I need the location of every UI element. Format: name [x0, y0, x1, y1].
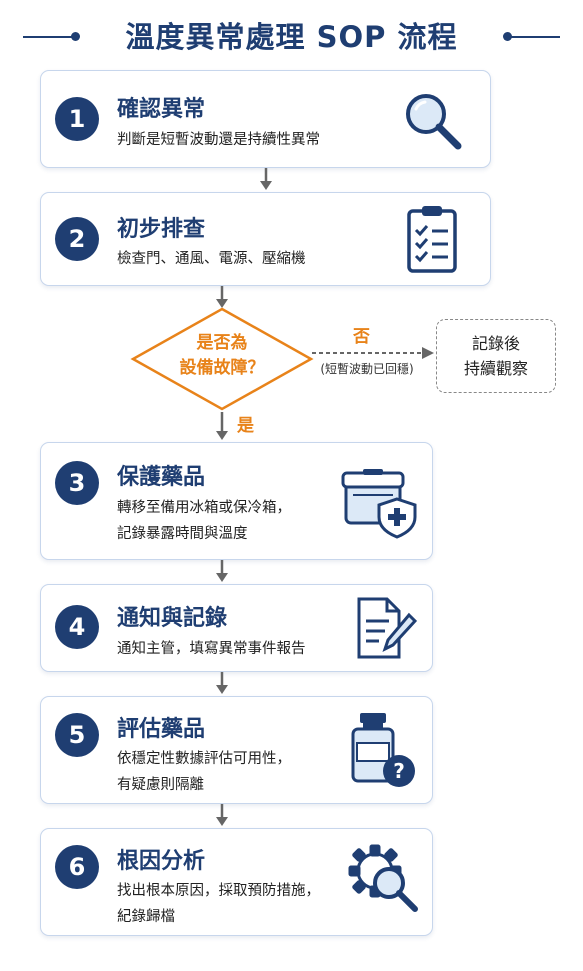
- step-title-1: 確認異常: [117, 97, 206, 122]
- vial-question-icon: ?: [351, 713, 415, 787]
- title-right-dot: [503, 32, 512, 41]
- yes-label: 是: [237, 416, 254, 436]
- svg-text:?: ?: [393, 759, 405, 783]
- step-card-4: 4 通知與記錄 通知主管，填寫異常事件報告: [40, 584, 433, 672]
- magnifier-icon: [406, 94, 462, 150]
- decision-line-1: 是否為: [196, 333, 248, 353]
- no-result-line-1: 記錄後: [471, 334, 520, 353]
- no-result-line-2: 持續觀察: [463, 359, 528, 378]
- flow-arrow: [216, 286, 228, 308]
- step-title-2: 初步排查: [117, 217, 206, 242]
- step-desc-3b: 記錄暴露時間與溫度: [117, 526, 248, 542]
- no-branch-note: (短暫波動已回穩): [320, 362, 414, 376]
- cooler-shield-icon: [341, 469, 417, 539]
- step-desc-1: 判斷是短暫波動還是持續性異常: [117, 132, 320, 148]
- clipboard-checklist-icon: [407, 206, 457, 273]
- no-branch-arrow: [312, 347, 434, 359]
- flow-arrow: [216, 804, 228, 826]
- yes-branch-arrow: [216, 412, 228, 440]
- step-card-3: 3 保護藥品 轉移至備用冰箱或保冷箱， 記錄暴露時間與溫度: [40, 442, 433, 560]
- title-bar: 溫度異常處理 SOP 流程: [0, 0, 583, 70]
- flow-arrow: [216, 560, 228, 582]
- step-desc-2: 檢查門、通風、電源、壓縮機: [117, 251, 306, 267]
- step-title-3: 保護藥品: [117, 465, 206, 490]
- step-desc-6a: 找出根本原因，採取預防措施，: [117, 883, 320, 899]
- decision-question: 是否為 設備故障？: [142, 331, 302, 381]
- step-desc-6b: 紀錄歸檔: [117, 909, 175, 925]
- step-title-5: 評估藥品: [117, 717, 206, 742]
- step-card-2: 2 初步排查 檢查門、通風、電源、壓縮機: [40, 192, 491, 286]
- document-pen-icon: [357, 597, 417, 659]
- step-title-6: 根因分析: [117, 849, 206, 874]
- no-result-box: 記錄後 持續觀察: [436, 319, 556, 393]
- page-title: 溫度異常處理 SOP 流程: [125, 20, 458, 54]
- gear-magnifier-icon: [348, 844, 418, 912]
- decision-diamond: [130, 307, 314, 411]
- decision-line-2: 設備故障？: [179, 358, 265, 378]
- step-number-6: 6: [55, 845, 99, 889]
- step-number-3: 3: [55, 461, 99, 505]
- step-title-4: 通知與記錄: [117, 606, 228, 631]
- step-number-4: 4: [55, 605, 99, 649]
- step-desc-4: 通知主管，填寫異常事件報告: [117, 641, 306, 657]
- step-card-5: 5 評估藥品 依穩定性數據評估可用性， 有疑慮則隔離 ?: [40, 696, 433, 804]
- no-label: 否: [353, 327, 370, 347]
- flow-arrow: [260, 168, 272, 190]
- step-desc-5b: 有疑慮則隔離: [117, 777, 204, 793]
- title-left-line: [23, 36, 75, 38]
- step-card-6: 6 根因分析 找出根本原因，採取預防措施， 紀錄歸檔: [40, 828, 433, 936]
- step-number-1: 1: [55, 97, 99, 141]
- step-number-2: 2: [55, 217, 99, 261]
- title-right-line: [508, 36, 560, 38]
- title-left-dot: [71, 32, 80, 41]
- step-desc-3a: 轉移至備用冰箱或保冷箱，: [117, 500, 291, 516]
- step-number-5: 5: [55, 713, 99, 757]
- flow-arrow: [216, 672, 228, 694]
- step-desc-5a: 依穩定性數據評估可用性，: [117, 751, 291, 767]
- step-card-1: 1 確認異常 判斷是短暫波動還是持續性異常: [40, 70, 491, 168]
